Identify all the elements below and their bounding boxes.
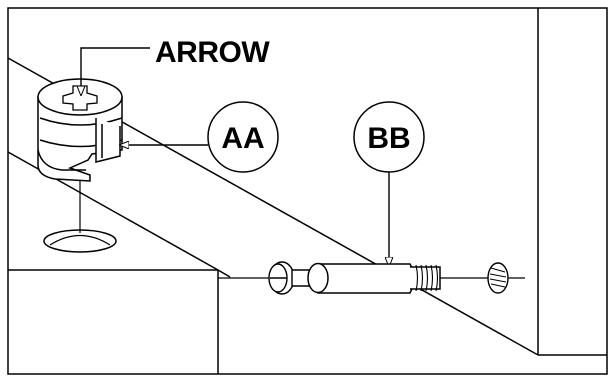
bb-label: BB xyxy=(367,122,410,155)
bb-callout: BB xyxy=(353,101,425,266)
threaded-insert xyxy=(487,262,509,294)
aa-bubble xyxy=(207,101,279,173)
connector-dowel xyxy=(307,262,441,294)
aa-callout: AA xyxy=(120,101,279,173)
cross-slot-icon xyxy=(62,85,98,111)
aa-label: AA xyxy=(221,122,264,155)
side-panel xyxy=(537,8,607,356)
frame-border xyxy=(7,7,608,375)
arrow-callout: ARROW xyxy=(81,36,271,95)
arrow-label: ARROW xyxy=(155,36,270,69)
screw-head xyxy=(268,261,316,295)
cam-hole xyxy=(43,229,117,253)
bb-bubble xyxy=(353,101,425,173)
cam-fitting xyxy=(37,78,123,182)
